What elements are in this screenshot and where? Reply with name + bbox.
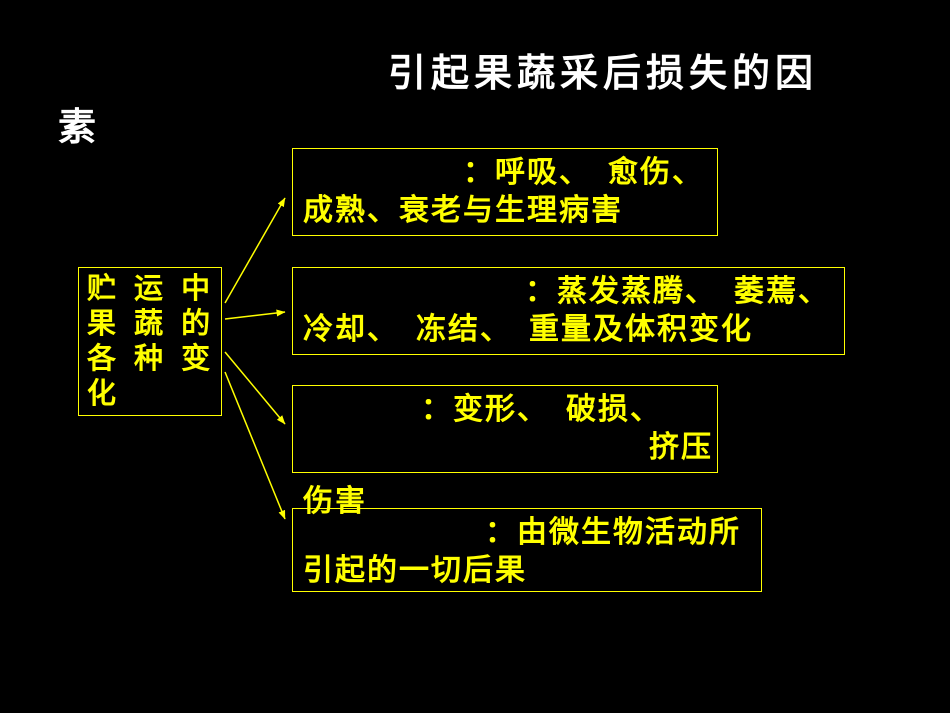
source-box-line-3: 各 种 变 — [87, 343, 216, 375]
branch-3-line-2: 挤压 — [649, 431, 713, 464]
branch-box-1: ：呼吸、 愈伤、 成熟、衰老与生理病害 — [292, 148, 718, 236]
branch-1-line-2: 成熟、衰老与生理病害 — [303, 194, 623, 227]
branch-box-4: ：由微生物活动所 引起的一切后果 — [292, 508, 762, 592]
slide-title-line2: 素 — [58, 107, 102, 149]
branch-3-line-1: ：变形、 破损、 — [421, 393, 662, 426]
source-box-line-1: 贮 运 中 — [87, 273, 216, 305]
branch-2-line-2: 冷却、 冻结、 重量及体积变化 — [303, 313, 753, 346]
branch-1-line-1: ：呼吸、 愈伤、 — [463, 156, 704, 189]
branch-4-line-1: ：由微生物活动所 — [485, 516, 741, 549]
branch-2-line-1: ：蒸发蒸腾、 萎蔫、 — [525, 275, 830, 308]
arrow-line-1 — [224, 197, 286, 304]
arrow-line-3 — [224, 351, 286, 425]
source-box-line-2: 果 蔬 的 — [87, 308, 216, 340]
arrow-line-4 — [224, 371, 286, 520]
branch-box-2: ：蒸发蒸腾、 萎蔫、 冷却、 冻结、 重量及体积变化 — [292, 267, 845, 355]
branch-box-3: ：变形、 破损、 挤压 — [292, 385, 718, 473]
branch-4-line-2: 引起的一切后果 — [303, 554, 527, 587]
slide-title-line1: 引起果蔬采后损失的因 — [388, 53, 819, 95]
branch-3-overflow-text: 伤害 — [303, 485, 367, 518]
arrow-line-2 — [224, 309, 286, 320]
source-box: 贮 运 中 果 蔬 的 各 种 变 化 — [78, 267, 222, 416]
source-box-line-4: 化 — [87, 378, 122, 410]
